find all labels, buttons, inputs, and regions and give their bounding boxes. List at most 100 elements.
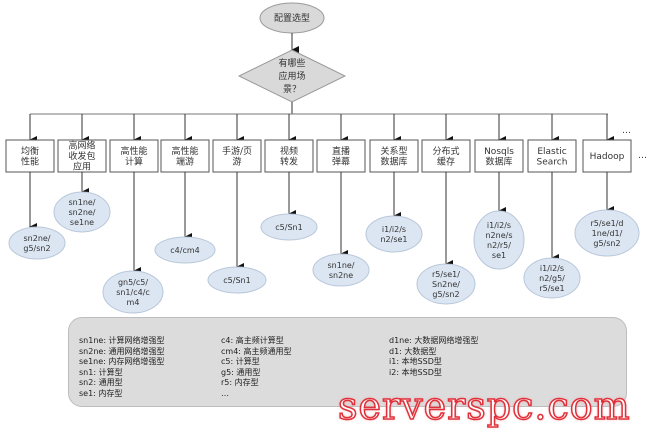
instance-type-text: gn5/c5/ — [118, 278, 148, 287]
instance-types-node: c5/Sn1 — [260, 213, 318, 241]
scenario-label: 均衡 — [21, 145, 39, 157]
instance-type-text: r5/se1 — [539, 284, 564, 293]
instance-type-text: c4/cm4 — [170, 246, 199, 255]
instance-types-node: sn1ne/sn2ne — [312, 253, 370, 287]
scenario-branch: Hadoop r5/se1/d1ne/d1/g5/sn2 — [574, 114, 640, 257]
decision-line: 应用场 — [278, 70, 305, 82]
legend-entry: sn1: 计算型 — [79, 367, 123, 377]
instance-type-text: g5/sn2 — [432, 290, 459, 299]
start-node: 配置选型 — [259, 2, 325, 34]
instance-type-text: sn1ne/ — [327, 261, 354, 270]
instance-type-text: sn2ne — [329, 271, 353, 280]
instance-type-text: i1/i2/s — [382, 225, 406, 234]
instance-type-text: i1/i2/s — [487, 221, 511, 230]
more-top: … — [622, 126, 631, 136]
instance-type-text: i1/i2/s — [540, 264, 564, 273]
legend-entry: c5: 计算型 — [221, 357, 260, 366]
legend-entry: i1: 本地SSD型 — [389, 357, 442, 366]
decision-line: 有哪些 — [278, 57, 305, 69]
instance-types-node: c5/Sn1 — [207, 266, 267, 294]
instance-type-text: Sn2ne/ — [432, 280, 460, 289]
instance-type-text: n2/r5/ — [487, 241, 511, 250]
scenario-label: 游 — [232, 155, 241, 167]
scenario-label: Nosqls — [484, 147, 514, 157]
scenario-label: 性能 — [21, 155, 39, 167]
decision-line: 景？ — [283, 84, 301, 95]
instance-type-text: n2/g5/ — [539, 274, 565, 283]
instance-type-text: n2/se1 — [380, 235, 407, 244]
instance-type-text: sn1ne/ — [68, 198, 95, 207]
scenario-label: 计算 — [125, 155, 143, 167]
instance-type-text: 1ne/d1/ — [592, 229, 623, 238]
scenario-label: Elastic — [537, 147, 566, 157]
legend-entry: i2: 本地SSD型 — [389, 367, 442, 377]
scenario-label: 弹幕 — [332, 155, 350, 167]
instance-type-text: se1ne — [70, 218, 94, 227]
watermark: serverspc.com — [337, 383, 631, 429]
instance-type-text: sn1/c4/c — [116, 288, 150, 297]
legend-entry: sn2: 通用型 — [79, 378, 123, 387]
legend-entry: d1ne: 大数据网络增强型 — [389, 336, 479, 345]
legend-entry: cm4: 高主频通用型 — [221, 346, 292, 356]
decision-node: 有哪些 应用场 景？ — [237, 49, 347, 103]
legend-entry: g5: 通用型 — [221, 367, 261, 377]
instance-types-node: r5/se1/d1ne/d1/g5/sn2 — [574, 209, 640, 257]
scenario-label: 缓存 — [437, 155, 455, 167]
scenario-label: Hadoop — [590, 152, 625, 162]
scenario-label: 端游 — [176, 155, 194, 167]
start-label: 配置选型 — [274, 12, 310, 24]
legend-entry: d1: 大数据型 — [389, 346, 437, 356]
scenario-label: 手游/页 — [222, 145, 252, 157]
scenario-label: 直播 — [332, 145, 350, 157]
legend-entry: c4: 高主频计算型 — [221, 336, 284, 345]
instance-types-node: r5/se1/Sn2ne/g5/sn2 — [416, 263, 476, 305]
instance-type-text: n2ne/s — [485, 231, 512, 240]
instance-types-node: i1/i2/sn2ne/sn2/r5/se1 — [473, 210, 525, 270]
legend-entry: se1ne: 内存网络增强型 — [79, 357, 165, 366]
legend-entry: sn2ne: 通用网络增强型 — [79, 346, 165, 356]
scenario-label: 分布式 — [432, 145, 459, 157]
instance-types-node: gn5/c5/sn1/c4/cm4 — [102, 270, 164, 314]
scenario-branch: 手游/页游 c5/Sn1 — [207, 114, 267, 294]
scenario-box: 手游/页游 — [212, 139, 262, 173]
scenario-label: 转发 — [280, 155, 298, 167]
scenario-label: 数据库 — [485, 155, 512, 167]
instance-type-text: r5/se1/d — [590, 219, 623, 228]
scenario-label: 高网络 — [68, 140, 95, 152]
legend-entry: … — [221, 388, 229, 398]
legend-entry: sn1ne: 计算网络增强型 — [79, 336, 165, 345]
instance-type-text: m4 — [127, 298, 140, 307]
scenario-label: 应用 — [73, 161, 91, 173]
instance-type-text: se1 — [492, 251, 506, 260]
instance-type-text: g5/sn2 — [593, 239, 620, 248]
instance-types-node: i1/i2/sn2/se1 — [365, 215, 423, 253]
legend-entry: se1: 内存型 — [79, 388, 123, 398]
instance-type-text: sn2ne/ — [23, 234, 50, 243]
instance-types-node: sn2ne/g5/sn2 — [8, 226, 66, 260]
instance-type-text: c5/Sn1 — [275, 223, 302, 232]
scenario-label: Search — [537, 157, 568, 167]
instance-type-text: c5/Sn1 — [223, 276, 250, 285]
instance-types-node: c4/cm4 — [154, 236, 216, 264]
scenario-label: 数据库 — [380, 155, 407, 167]
